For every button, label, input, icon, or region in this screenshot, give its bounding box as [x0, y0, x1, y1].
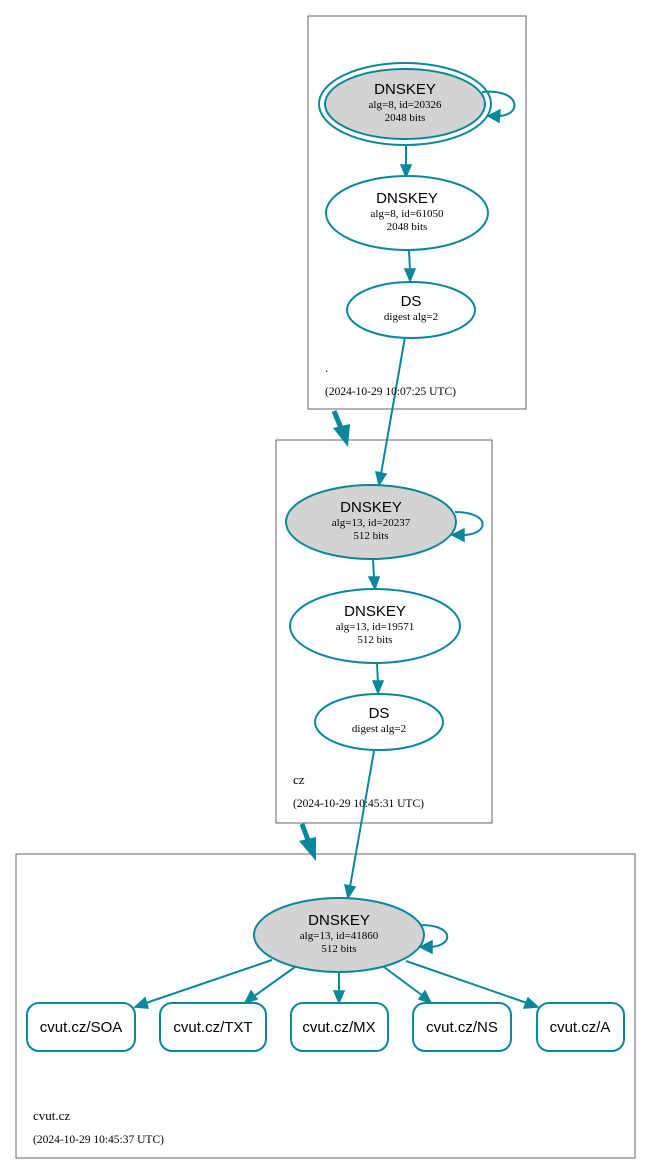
node-line2: 512 bits [321, 943, 356, 955]
zone-box-cvut [15, 853, 636, 1159]
delegation-arrow-cz-cvut [299, 823, 316, 861]
edge-root-ksk-self [481, 90, 516, 124]
zone-box-root [307, 15, 527, 410]
node-title: DNSKEY [374, 81, 436, 98]
record-node-a: cvut.cz/A [536, 1002, 625, 1052]
delegation-arrow-root-cz [331, 410, 350, 447]
record-node-ns: cvut.cz/NS [412, 1002, 512, 1052]
node-line1: alg=13, id=41860 [300, 930, 379, 942]
edge-root-zsk-ds [403, 250, 417, 283]
node-title: DNSKEY [344, 603, 406, 620]
node-line2: 512 bits [353, 530, 388, 542]
record-node-soa: cvut.cz/SOA [26, 1002, 136, 1052]
node-line1: digest alg=2 [384, 311, 438, 323]
node-root-zsk: DNSKEY alg=8, id=61050 2048 bits [325, 175, 489, 251]
node-cz-zsk: DNSKEY alg=13, id=19571 512 bits [289, 588, 461, 664]
node-cz-ksk: DNSKEY alg=13, id=20237 512 bits [285, 484, 457, 560]
record-label: cvut.cz/A [550, 1019, 611, 1036]
zone-box-cz [275, 439, 493, 824]
node-title: DNSKEY [340, 499, 402, 516]
node-title: DS [369, 705, 390, 722]
edge-cvut-ksk-a [405, 960, 540, 1009]
edge-cvut-ksk-self [418, 923, 449, 955]
zone-name-cvut: cvut.cz [33, 1108, 70, 1123]
edge-cz-zsk-ds [371, 663, 385, 695]
edge-cvut-ksk-soa [133, 959, 273, 1009]
node-cvut-ksk: DNSKEY alg=13, id=41860 512 bits [253, 897, 425, 973]
zone-timestamp-cvut: (2024-10-29 10:45:37 UTC) [33, 1134, 164, 1146]
edge-cz-ksk-zsk [367, 558, 381, 591]
record-label: cvut.cz/MX [302, 1019, 375, 1036]
edge-cvut-ksk-mx [332, 972, 346, 1005]
node-line1: alg=8, id=20326 [369, 99, 442, 111]
node-title: DS [401, 293, 422, 310]
node-line1: digest alg=2 [352, 723, 406, 735]
zone-name-cz: cz [293, 772, 305, 787]
zone-timestamp-root: (2024-10-29 10:07:25 UTC) [325, 386, 456, 398]
node-line1: alg=8, id=61050 [371, 208, 444, 220]
node-title: DNSKEY [308, 912, 370, 929]
edge-cz-ksk-self [450, 511, 484, 543]
node-line1: alg=13, id=19571 [336, 621, 414, 633]
node-root-ds: DS digest alg=2 [346, 281, 476, 339]
node-cz-ds: DS digest alg=2 [314, 693, 444, 751]
record-label: cvut.cz/SOA [40, 1019, 123, 1036]
edge-cvut-ksk-ns [383, 966, 433, 1005]
record-node-mx: cvut.cz/MX [290, 1002, 389, 1052]
node-line1: alg=13, id=20237 [332, 517, 411, 529]
record-node-txt: cvut.cz/TXT [159, 1002, 267, 1052]
zone-name-root: . [325, 360, 328, 375]
record-label: cvut.cz/NS [426, 1019, 498, 1036]
edge-root-ds-cz-ksk [375, 336, 406, 487]
record-label: cvut.cz/TXT [173, 1019, 252, 1036]
node-line2: 2048 bits [385, 112, 426, 124]
edge-cz-ds-cvut-ksk [344, 750, 375, 900]
node-root-ksk: DNSKEY alg=8, id=20326 2048 bits [318, 62, 492, 146]
node-line2: 512 bits [357, 634, 392, 646]
edge-root-ksk-zsk [399, 146, 413, 179]
zone-timestamp-cz: (2024-10-29 10:45:31 UTC) [293, 798, 424, 810]
node-title: DNSKEY [376, 190, 438, 207]
node-line2: 2048 bits [387, 221, 428, 233]
edge-cvut-ksk-txt [243, 966, 296, 1005]
